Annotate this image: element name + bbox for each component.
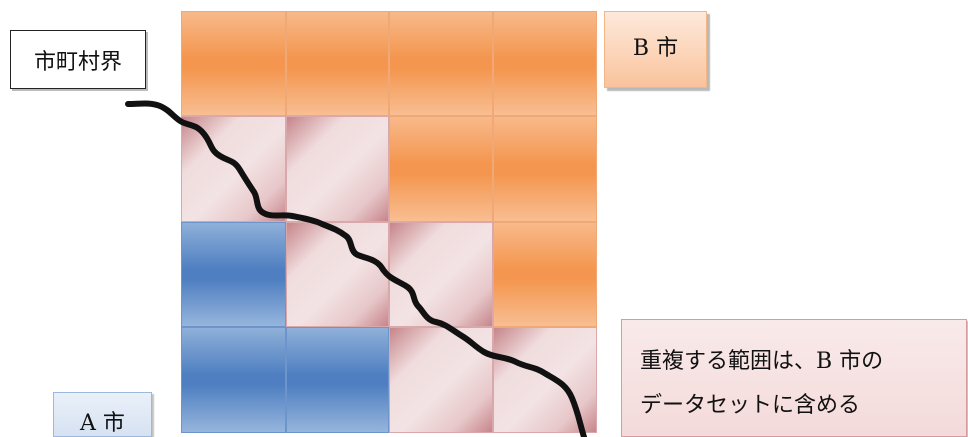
city-a-label: A 市 <box>53 392 152 437</box>
orange-mesh-cell-r3-c4 <box>493 222 597 327</box>
pink-mesh-cell-r2-c1 <box>181 116 286 222</box>
orange-mesh-cell-r1-c4 <box>493 11 597 116</box>
orange-mesh-cell-r2-c3 <box>389 116 493 222</box>
overlap-note-line-2: データセットに含める <box>640 393 861 418</box>
overlap-note-line-1: 重複する範囲は、B 市の <box>640 349 884 374</box>
mesh-grid <box>181 11 597 433</box>
orange-mesh-cell-r1-c2 <box>286 11 389 116</box>
city-a-text: A 市 <box>80 411 125 436</box>
blue-mesh-cell-r3-c1 <box>181 222 286 327</box>
municipal-boundary-label: 市町村界 <box>10 30 146 89</box>
municipal-boundary-line <box>125 100 587 437</box>
city-b-text: B 市 <box>632 36 679 61</box>
pink-mesh-cell-r2-c2 <box>286 116 389 222</box>
city-b-label: B 市 <box>604 11 707 88</box>
orange-mesh-cell-r2-c4 <box>493 116 597 222</box>
blue-mesh-cell-r4-c1 <box>181 327 286 433</box>
orange-mesh-cell-r1-c1 <box>181 11 286 116</box>
municipal-boundary-text: 市町村界 <box>33 49 122 75</box>
blue-mesh-cell-r4-c2 <box>286 327 389 433</box>
pink-mesh-cell-r3-c2 <box>286 222 389 327</box>
orange-mesh-cell-r1-c3 <box>389 11 493 116</box>
pink-mesh-cell-r3-c3 <box>389 222 493 327</box>
overlap-note-box: 重複する範囲は、B 市の データセットに含める <box>621 319 967 437</box>
